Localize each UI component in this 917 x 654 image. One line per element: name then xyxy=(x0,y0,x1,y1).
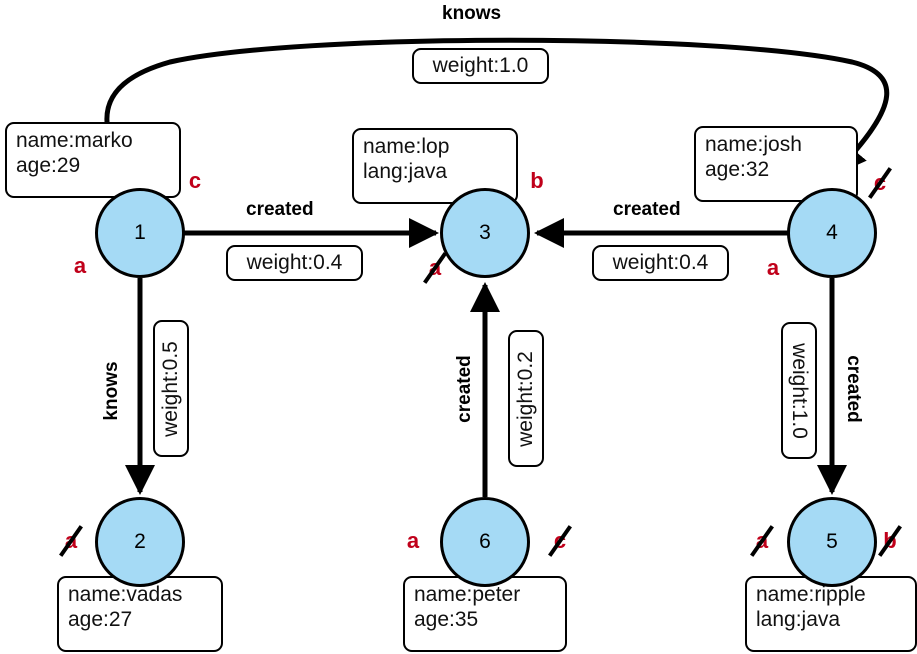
node-3-label: 3 xyxy=(479,221,491,244)
node-1[interactable]: 1 xyxy=(95,188,185,278)
mark-node-5-b: b xyxy=(879,528,901,554)
node-5[interactable]: 5 xyxy=(787,497,877,587)
node-3[interactable]: 3 xyxy=(440,188,530,278)
node-6[interactable]: 6 xyxy=(440,497,530,587)
node-4-prop-0: name:josh xyxy=(705,133,802,156)
mark-node-3-a: a xyxy=(424,255,446,281)
node-2-prop-0: name:vadas xyxy=(68,583,183,606)
node-4-label: 4 xyxy=(826,221,838,244)
node-5-prop-0: name:ripple xyxy=(756,583,866,606)
node-2-label: 2 xyxy=(134,530,146,553)
edge-1-knows-2-weight-box: weight:0.5 xyxy=(153,320,189,457)
mark-node-6-a: a xyxy=(406,528,420,553)
node-6-prop-1: age:35 xyxy=(414,607,479,631)
edge-4-created-3-label: created xyxy=(613,199,681,220)
node-6-label: 6 xyxy=(479,530,491,553)
mark-node-1-a: a xyxy=(73,253,87,278)
edge-4-created-3-weight-box: weight:0.4 xyxy=(592,245,729,281)
node-1-property-box: name:marko age:29 xyxy=(5,122,181,198)
edge-4-created-5-label: created xyxy=(843,355,864,423)
mark-node-6-c: c xyxy=(549,528,571,554)
mark-node-3-b: b xyxy=(530,168,544,193)
node-5-property-box: name:ripple lang:java xyxy=(745,576,917,652)
edge-1-knows-2-label: knows xyxy=(101,361,122,421)
node-2-property-box: name:vadas age:27 xyxy=(57,576,223,652)
edge-1-created-3-label: created xyxy=(246,199,314,220)
edge-6-created-3-label: created xyxy=(454,355,475,423)
edge-6-created-3-weight-box: weight:0.2 xyxy=(508,330,544,467)
node-3-prop-0: name:lop xyxy=(363,135,450,158)
node-6-property-box: name:peter age:35 xyxy=(403,576,567,652)
mark-node-4-c: c xyxy=(869,170,891,196)
node-6-prop-0: name:peter xyxy=(414,583,521,606)
node-4[interactable]: 4 xyxy=(787,188,877,278)
edge-1-knows-4-weight: weight:1.0 xyxy=(432,54,529,77)
mark-node-1-c: c xyxy=(188,168,202,193)
node-5-label: 5 xyxy=(826,530,838,553)
mark-node-5-a: a xyxy=(751,528,773,554)
mark-node-4-a: a xyxy=(766,255,780,280)
node-1-prop-1: age:29 xyxy=(16,153,81,177)
edge-1-knows-2-weight: weight:0.5 xyxy=(159,340,183,437)
node-3-prop-1: lang:java xyxy=(363,159,448,183)
node-1-label: 1 xyxy=(134,221,146,244)
mark-node-2-a: a xyxy=(60,528,82,554)
edge-1-created-3-weight-box: weight:0.4 xyxy=(226,245,363,281)
edge-1-created-3-weight: weight:0.4 xyxy=(246,251,343,274)
edge-1-knows-4-label: knows xyxy=(442,3,502,24)
edge-4-created-3-weight: weight:0.4 xyxy=(612,251,709,274)
node-2[interactable]: 2 xyxy=(95,497,185,587)
edge-4-created-5-weight-box: weight:1.0 xyxy=(781,322,817,459)
edge-6-created-3-weight: weight:0.2 xyxy=(514,350,538,447)
node-2-prop-1: age:27 xyxy=(68,607,133,631)
node-4-prop-1: age:32 xyxy=(705,157,770,181)
edge-4-created-5-weight: weight:1.0 xyxy=(788,342,812,439)
node-5-prop-1: lang:java xyxy=(756,607,841,631)
edge-1-knows-4-weight-box: weight:1.0 xyxy=(412,48,549,84)
node-1-prop-0: name:marko xyxy=(16,129,133,152)
